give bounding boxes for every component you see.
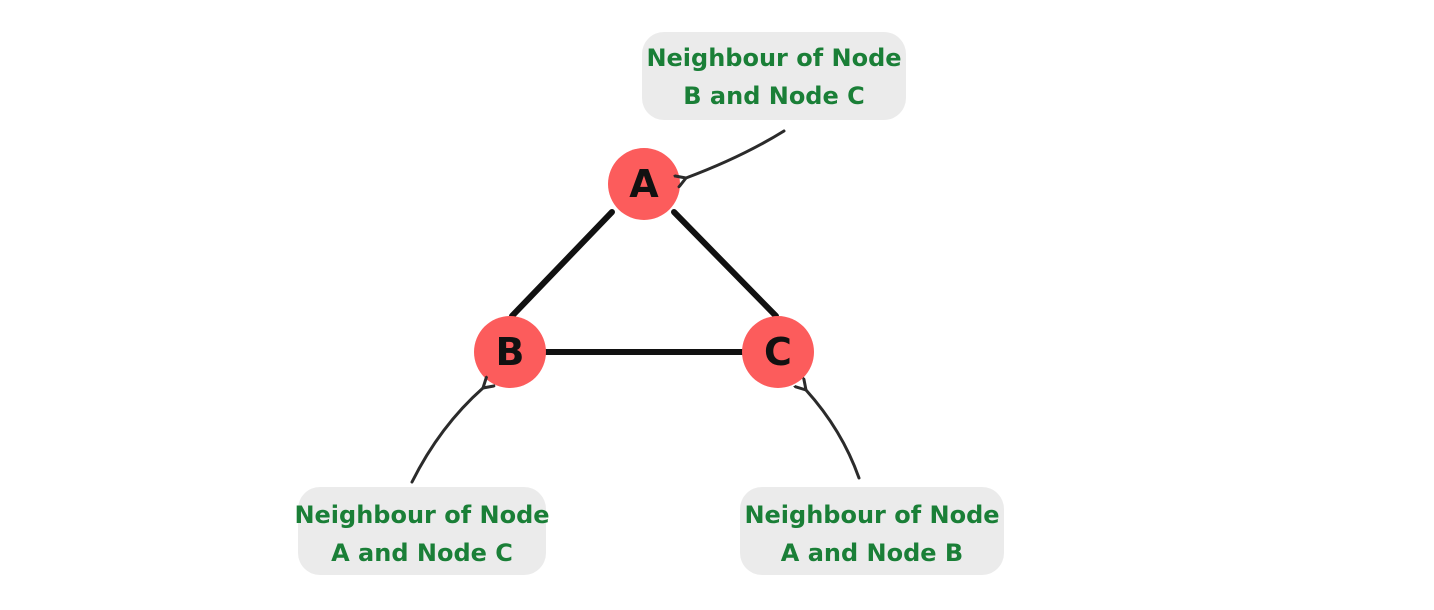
node-b-label: B bbox=[496, 330, 525, 374]
arrow-to-node-a bbox=[686, 129, 786, 178]
callout-node-b: Neighbour of Node A and Node C bbox=[294, 487, 550, 575]
arrows bbox=[410, 129, 861, 484]
node-a: A bbox=[608, 148, 680, 220]
callout-node-b-line1: Neighbour of Node bbox=[294, 501, 549, 529]
edge-a-b bbox=[509, 209, 615, 319]
callout-node-b-box bbox=[298, 487, 546, 575]
edges bbox=[509, 209, 779, 355]
node-b: B bbox=[474, 316, 546, 388]
callout-node-c-line2: A and Node B bbox=[781, 539, 963, 567]
node-c-label: C bbox=[764, 330, 792, 374]
callout-node-a-line1: Neighbour of Node bbox=[646, 44, 901, 72]
callout-node-a: Neighbour of Node B and Node C bbox=[642, 32, 906, 120]
callout-node-c-line1: Neighbour of Node bbox=[744, 501, 999, 529]
node-b-circle bbox=[474, 316, 546, 388]
callout-node-c: Neighbour of Node A and Node B bbox=[740, 487, 1004, 575]
callout-node-a-line2: B and Node C bbox=[683, 82, 864, 110]
node-c: C bbox=[742, 316, 814, 388]
arrow-to-node-b bbox=[410, 388, 483, 484]
node-a-circle bbox=[608, 148, 680, 220]
arrow-to-node-c bbox=[806, 390, 861, 480]
callout-node-c-box bbox=[740, 487, 1004, 575]
node-a-label: A bbox=[629, 162, 659, 206]
callout-node-b-line2: A and Node C bbox=[331, 539, 513, 567]
node-c-circle bbox=[742, 316, 814, 388]
callout-node-a-box bbox=[642, 32, 906, 120]
edge-a-c bbox=[671, 209, 779, 319]
